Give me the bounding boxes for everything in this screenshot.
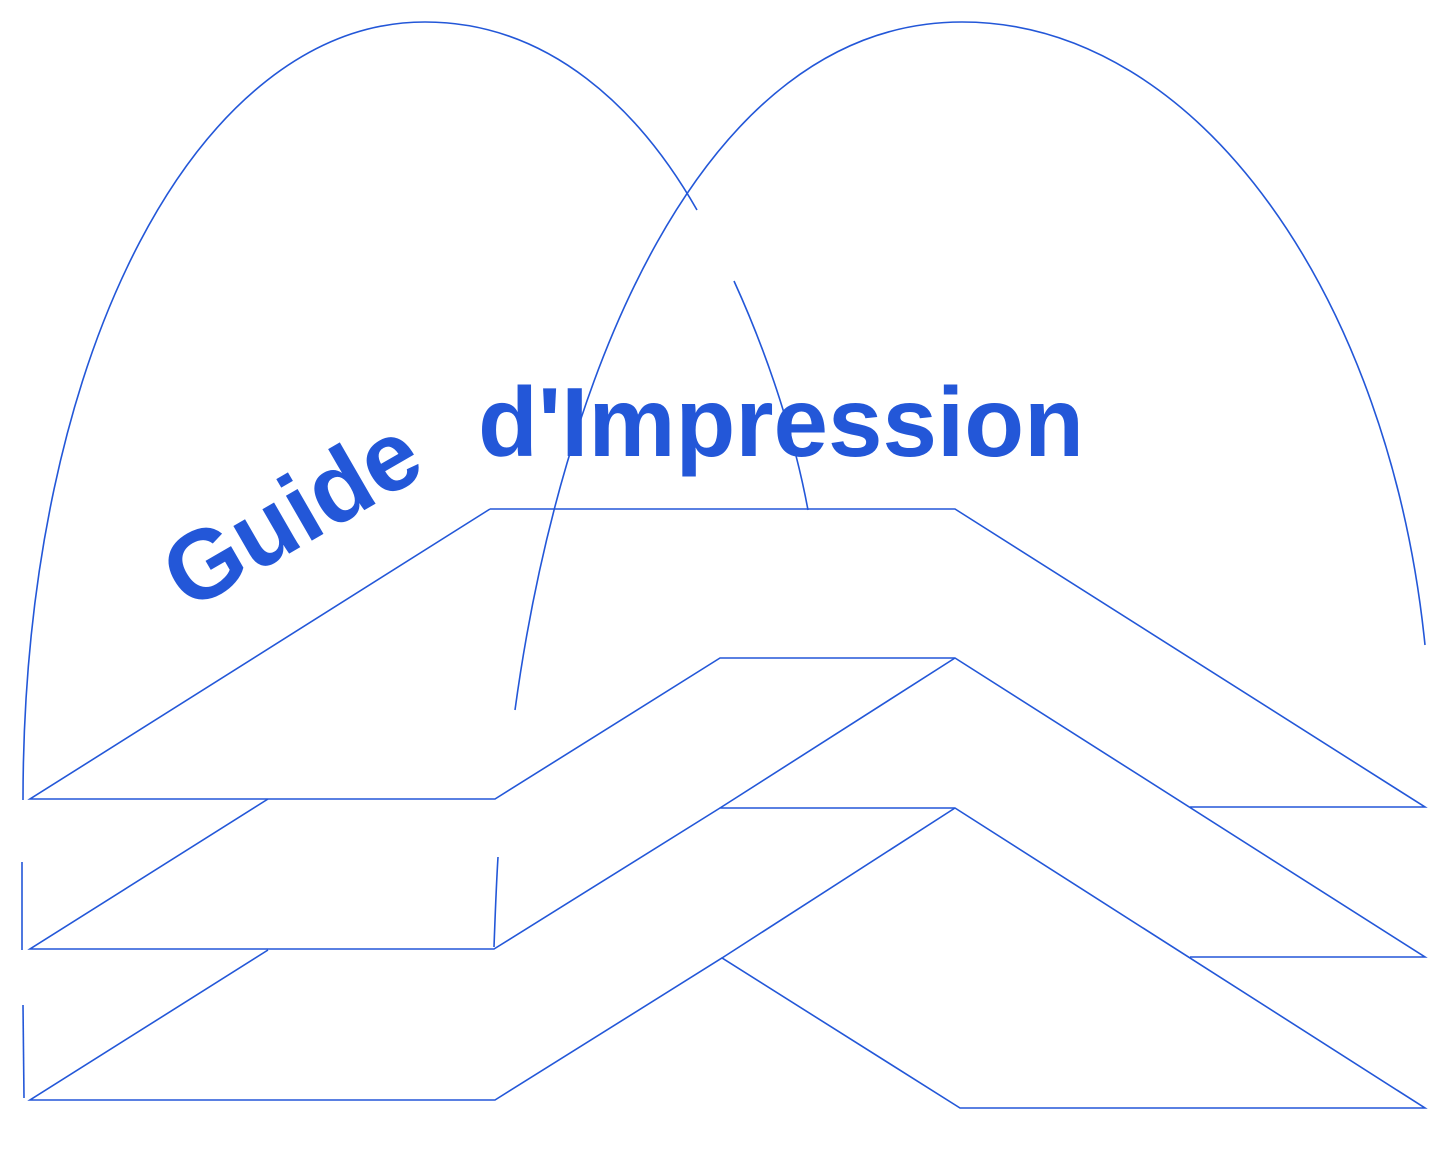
right-arch (514, 21, 1426, 711)
layer-connector-2 (721, 807, 956, 959)
center-edge-mark (493, 856, 499, 948)
middle-layer (27, 798, 1428, 1109)
left-arch-inner (733, 280, 809, 511)
title-word-impression: d'Impression (478, 367, 1084, 477)
layer-connector-1 (719, 657, 956, 809)
top-layer (27, 508, 1428, 958)
left-arch (22, 21, 698, 801)
title-word-guide: Guide (144, 396, 439, 630)
left-edge-mark-2 (22, 1004, 25, 1099)
